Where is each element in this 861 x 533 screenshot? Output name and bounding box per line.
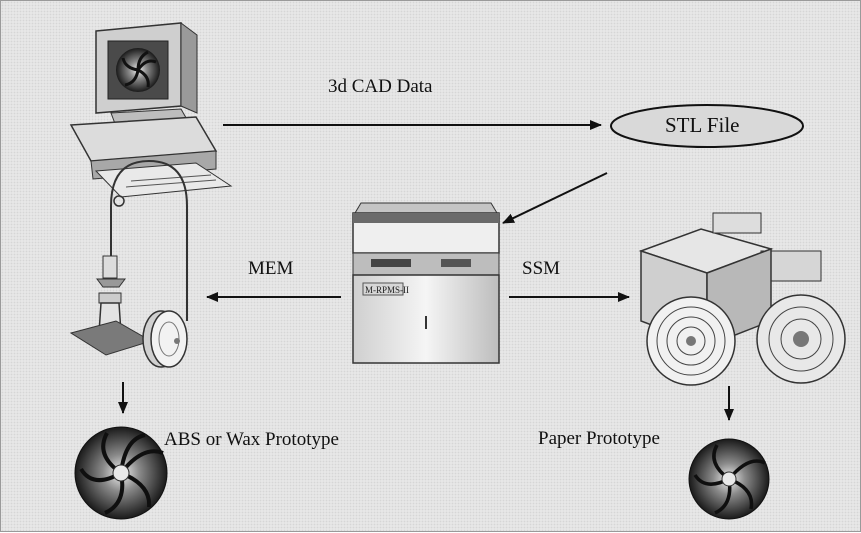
stl-file-ellipse [610, 104, 804, 148]
machine-plate-text: M-RPMS-II [365, 285, 409, 295]
cad-data-label: 3d CAD Data [328, 76, 433, 97]
computer-icon [69, 22, 233, 198]
abs-wax-prototype-impeller-icon [74, 426, 168, 520]
mem-extruder-icon [69, 159, 188, 368]
rp-machine-icon [352, 202, 500, 364]
stl-file-label: STL File [665, 113, 740, 137]
mem-label: MEM [248, 258, 294, 279]
ssm-label: SSM [522, 258, 561, 279]
ssm-machine-icon [638, 212, 846, 386]
paper-prototype-label: Paper Prototype [538, 428, 660, 449]
paper-prototype-impeller-icon [688, 438, 770, 520]
abs-wax-prototype-label: ABS or Wax Prototype [164, 429, 339, 450]
arrow-stl-to-machine [502, 172, 608, 224]
